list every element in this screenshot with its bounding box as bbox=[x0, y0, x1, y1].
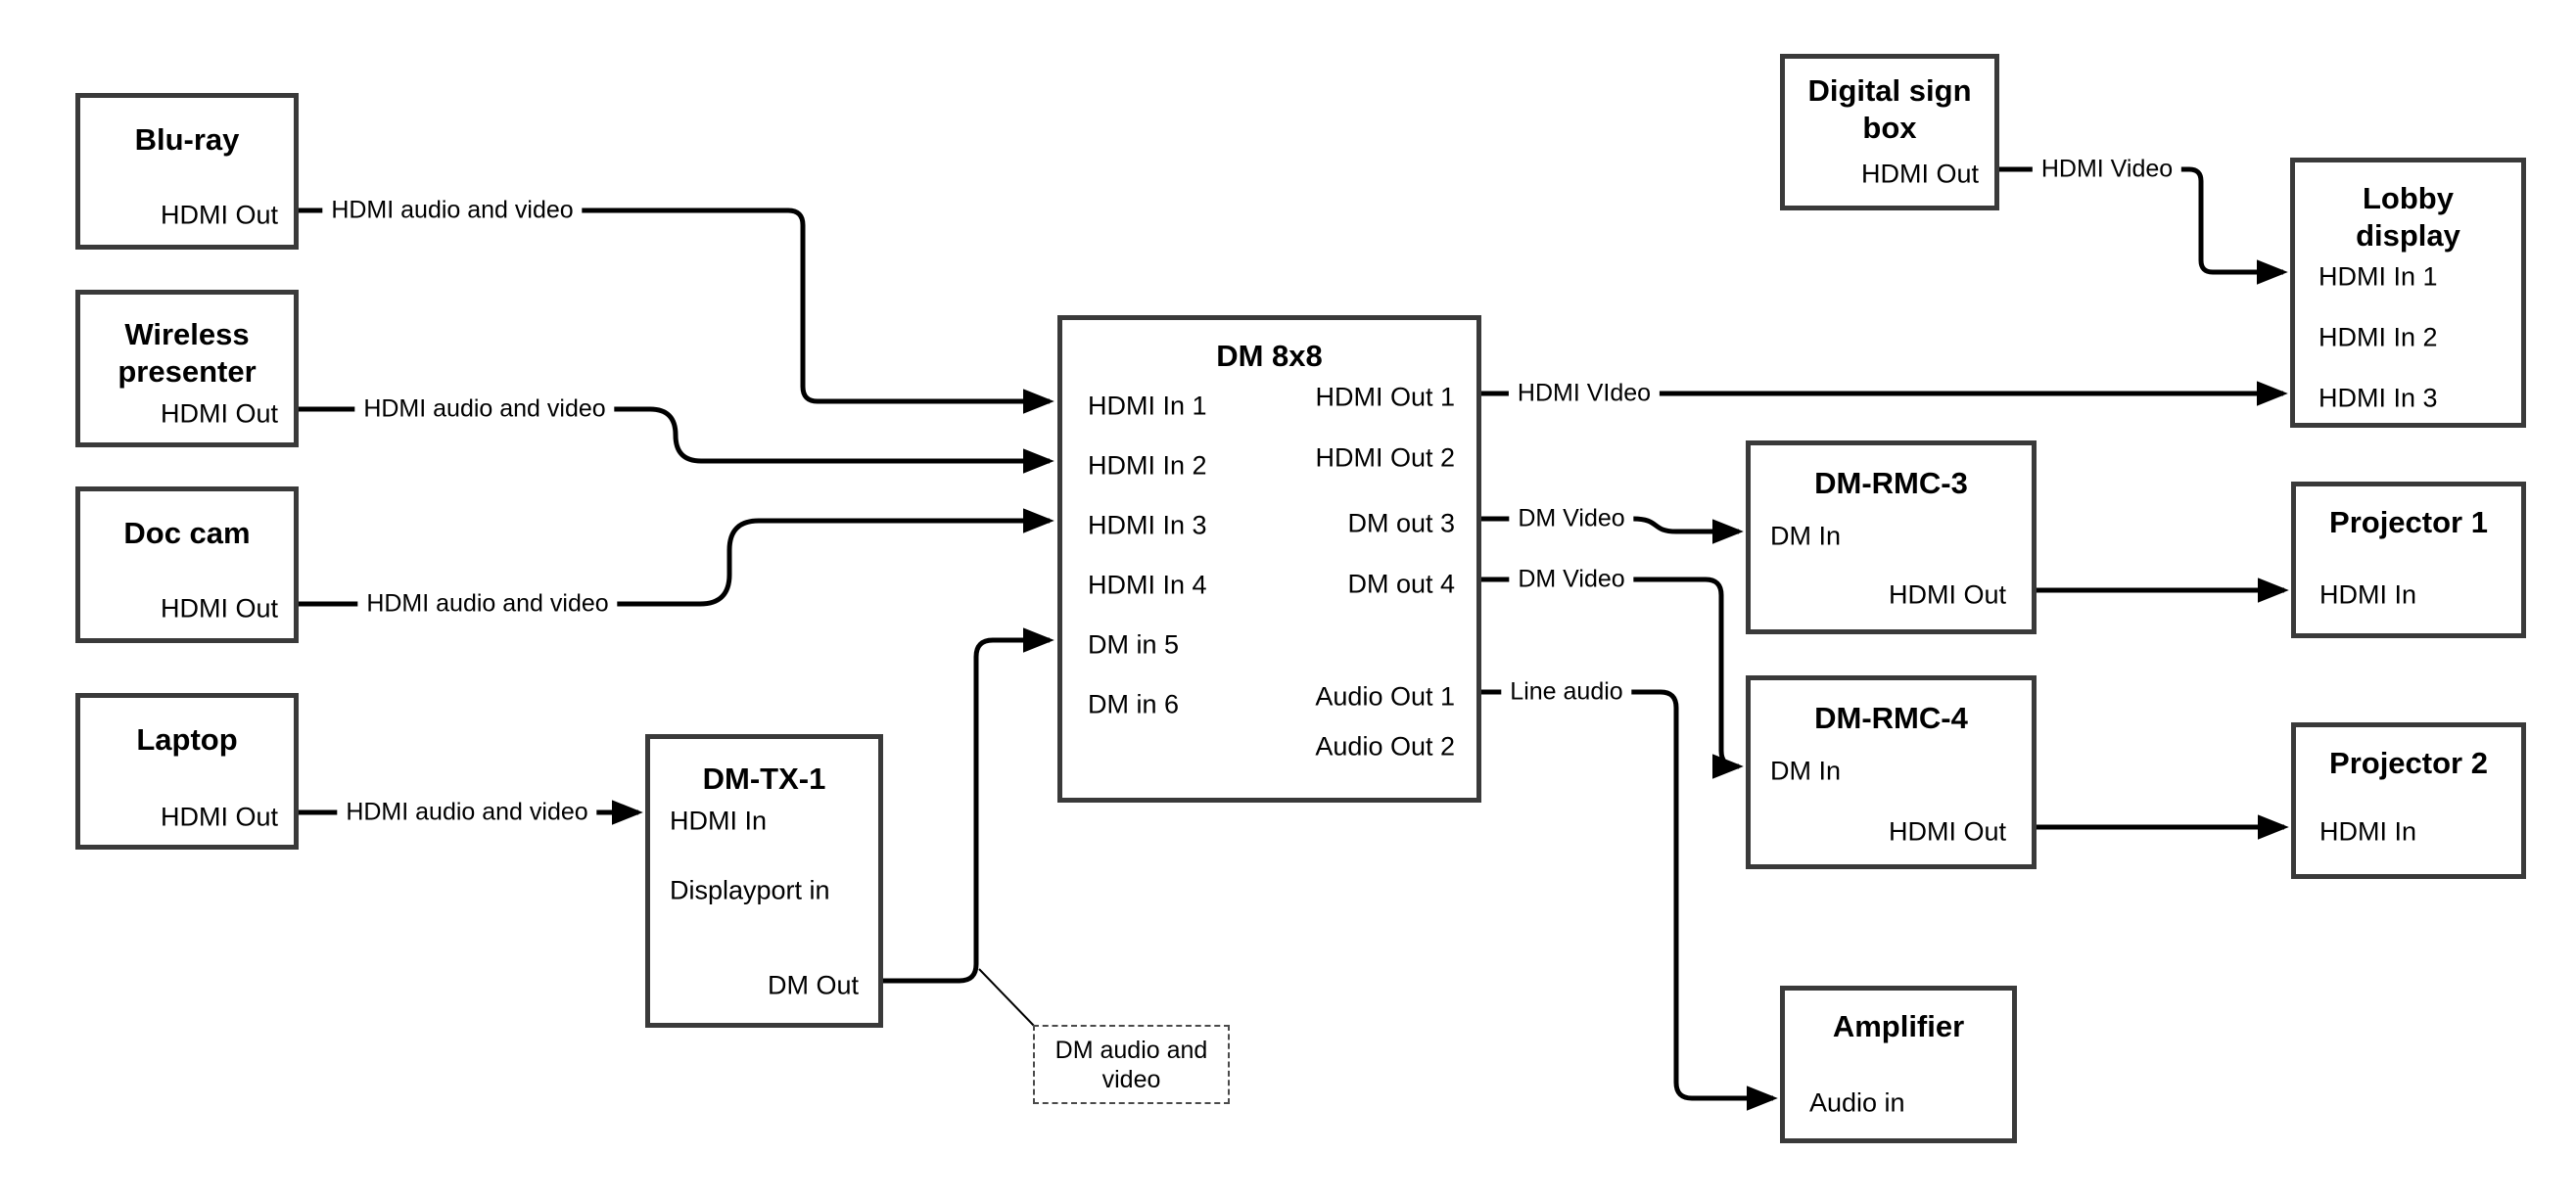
node-rmc3-title: DM-RMC-3 bbox=[1814, 466, 1968, 500]
port-proj2-hdmi-in: HDMI In bbox=[2319, 816, 2417, 847]
port-dm8x8-dm-out-4: DM out 4 bbox=[1347, 569, 1455, 599]
port-dm8x8-dm-in-6: DM in 6 bbox=[1088, 689, 1180, 719]
port-dm8x8-hdmi-in-1: HDMI In 1 bbox=[1088, 391, 1207, 421]
wire-bluray-to-dm8x8-in1 bbox=[299, 208, 1054, 414]
wire-label-line-audio: Line audio bbox=[1501, 677, 1632, 707]
port-dm8x8-hdmi-out-1: HDMI Out 1 bbox=[1315, 382, 1455, 412]
node-proj1-title: Projector 1 bbox=[2329, 505, 2488, 539]
node-dm8x8-title: DM 8x8 bbox=[1216, 339, 1323, 373]
port-dm8x8-dm-in-5: DM in 5 bbox=[1088, 629, 1180, 660]
port-dmtx1-hdmi-in: HDMI In bbox=[670, 806, 768, 836]
node-amp-title: Amplifier bbox=[1832, 1009, 1965, 1043]
port-dm8x8-hdmi-in-3: HDMI In 3 bbox=[1088, 510, 1207, 540]
port-bluray-hdmi-out: HDMI Out bbox=[160, 200, 278, 230]
port-dm8x8-hdmi-out-2: HDMI Out 2 bbox=[1315, 442, 1455, 473]
port-lobby-hdmi-in-3: HDMI In 3 bbox=[2318, 383, 2438, 413]
wire-doccam-to-dm8x8-in3 bbox=[299, 508, 1054, 607]
port-rmc4-hdmi-out: HDMI Out bbox=[1888, 816, 2006, 847]
wire-label-hdmi-video-lobby: HDMI VIdeo bbox=[1508, 379, 1661, 408]
node-dmtx1-title: DM-TX-1 bbox=[702, 762, 826, 796]
wire-wireless-to-dm8x8-in2 bbox=[299, 406, 1054, 474]
node-wireless-title: Wireless presenter bbox=[117, 317, 257, 389]
node-digitalsign-title: Digital sign box bbox=[1807, 73, 1972, 145]
node-bluray: Blu-ray HDMI Out bbox=[75, 93, 299, 250]
port-doccam-hdmi-out: HDMI Out bbox=[160, 593, 278, 624]
port-laptop-hdmi-out: HDMI Out bbox=[160, 802, 278, 832]
node-laptop: Laptop HDMI Out bbox=[75, 693, 299, 850]
node-bluray-title: Blu-ray bbox=[134, 122, 240, 157]
port-dmtx1-dm-out: DM Out bbox=[767, 970, 859, 1000]
node-doccam-title: Doc cam bbox=[123, 516, 251, 550]
port-lobby-hdmi-in-1: HDMI In 1 bbox=[2318, 261, 2438, 292]
port-dm8x8-hdmi-in-4: HDMI In 4 bbox=[1088, 570, 1207, 600]
node-dm-tx-1: DM-TX-1 HDMI In Displayport in DM Out bbox=[645, 734, 883, 1028]
node-digital-sign-box: Digital sign box HDMI Out bbox=[1780, 54, 1999, 210]
port-rmc3-dm-in: DM In bbox=[1770, 521, 1842, 551]
node-rmc4-title: DM-RMC-4 bbox=[1814, 701, 1968, 735]
wire-label-dm-video-out4: DM Video bbox=[1509, 565, 1634, 594]
node-dm-8x8: DM 8x8 HDMI In 1 HDMI In 2 HDMI In 3 HDM… bbox=[1057, 315, 1481, 803]
wire-label-dm-video-out3: DM Video bbox=[1509, 504, 1634, 533]
wire-label-doccam-hdmi-audio-video: HDMI audio and video bbox=[357, 589, 618, 619]
node-projector-1: Projector 1 HDMI In bbox=[2291, 482, 2526, 638]
node-dm-rmc-3: DM-RMC-3 DM In HDMI Out bbox=[1746, 440, 2037, 634]
node-amplifier: Amplifier Audio in bbox=[1780, 986, 2017, 1143]
port-rmc3-hdmi-out: HDMI Out bbox=[1888, 579, 2006, 610]
callout-leader-line bbox=[978, 968, 1036, 1028]
wire-label-laptop-hdmi-audio-video: HDMI audio and video bbox=[337, 798, 597, 827]
port-proj1-hdmi-in: HDMI In bbox=[2319, 579, 2417, 610]
wire-dm8x8-out4-to-rmc4-dmin bbox=[1481, 577, 1744, 779]
node-wireless-presenter: Wireless presenter HDMI Out bbox=[75, 290, 299, 447]
wire-dm8x8-audio1-to-amp-audioin bbox=[1481, 689, 1778, 1111]
node-dm-rmc-4: DM-RMC-4 DM In HDMI Out bbox=[1746, 675, 2037, 869]
port-lobby-hdmi-in-2: HDMI In 2 bbox=[2318, 322, 2438, 352]
port-dm8x8-dm-out-3: DM out 3 bbox=[1347, 508, 1455, 538]
wire-digitalsign-to-lobby-in1 bbox=[1999, 166, 2288, 285]
port-digitalsign-hdmi-out: HDMI Out bbox=[1860, 159, 1979, 189]
wire-label-hdmi-video-digitalsign: HDMI Video bbox=[2032, 155, 2182, 184]
wire-dmtx1-dmout-to-dm8x8-in5 bbox=[883, 627, 1054, 984]
node-proj2-title: Projector 2 bbox=[2329, 746, 2488, 780]
node-projector-2: Projector 2 HDMI In bbox=[2291, 722, 2526, 879]
port-dm8x8-audio-out-1: Audio Out 1 bbox=[1315, 681, 1455, 712]
node-lobby-title: Lobby display bbox=[2356, 181, 2460, 253]
port-dmtx1-displayport-in: Displayport in bbox=[670, 875, 830, 905]
wire-dm8x8-out3-to-rmc3-dmin bbox=[1481, 516, 1744, 544]
wire-label-wireless-hdmi-audio-video: HDMI audio and video bbox=[354, 394, 615, 424]
port-rmc4-dm-in: DM In bbox=[1770, 756, 1842, 786]
port-dm8x8-hdmi-in-2: HDMI In 2 bbox=[1088, 450, 1207, 481]
node-lobby-display: Lobby display HDMI In 1 HDMI In 2 HDMI I… bbox=[2290, 158, 2526, 428]
port-dm8x8-audio-out-2: Audio Out 2 bbox=[1315, 731, 1455, 762]
node-doc-cam: Doc cam HDMI Out bbox=[75, 486, 299, 643]
port-amp-audio-in: Audio in bbox=[1809, 1087, 1905, 1118]
callout-dm-audio-and-video: DM audio and video bbox=[1033, 1025, 1230, 1104]
port-wireless-hdmi-out: HDMI Out bbox=[160, 398, 278, 429]
node-laptop-title: Laptop bbox=[136, 722, 238, 757]
wire-label-bluray-hdmi-audio-video: HDMI audio and video bbox=[322, 196, 583, 225]
